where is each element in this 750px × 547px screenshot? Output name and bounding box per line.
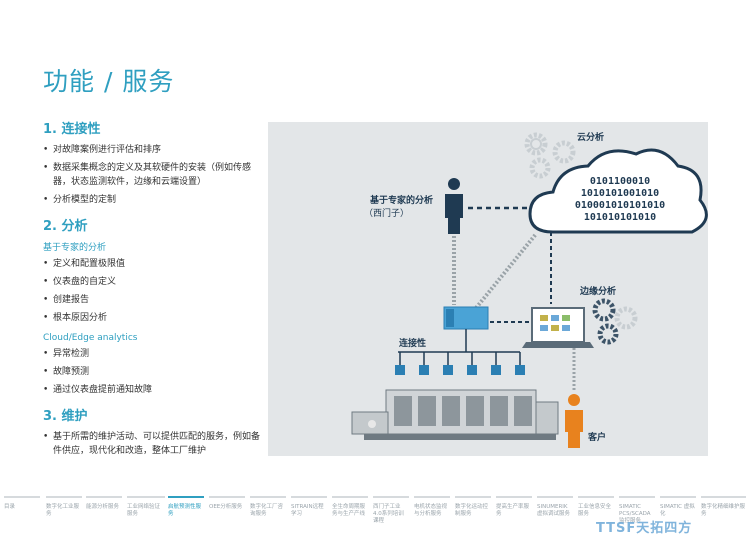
- nav-item[interactable]: 数字化运动控制服务: [455, 496, 491, 518]
- content-left: 1. 连接性 对故障案例进行评估和排序 数据采集概念的定义及其软硬件的安装（例如…: [43, 118, 265, 462]
- sensor-row: [395, 352, 525, 375]
- cloud-edge-list: 异常检测 故障预测 通过仪表盘提前通知故障: [43, 347, 265, 397]
- cloud-analysis-label: 云分析: [577, 133, 605, 143]
- nav-item[interactable]: 能源分析服务: [86, 496, 122, 511]
- nav-item[interactable]: 工业网络验证服务: [127, 496, 165, 518]
- gear-icon: [552, 140, 576, 164]
- nav-item[interactable]: 工业信息安全服务: [578, 496, 614, 518]
- cloud-icon: [528, 148, 708, 234]
- connectivity-list: 对故障案例进行评估和排序 数据采集概念的定义及其软硬件的安装（例如传感器，状态监…: [43, 143, 265, 207]
- nav-item[interactable]: 数字化工业服务: [46, 496, 82, 518]
- list-item: 基于所需的维护活动、可以提供匹配的服务，例如备件供应，现代化和改造，整体工厂维护: [43, 430, 265, 458]
- binary-line: 101010101010: [584, 212, 656, 223]
- subheading-expert: 基于专家的分析: [43, 243, 107, 253]
- data-link: [474, 232, 538, 310]
- nav-item[interactable]: 提高生产率服务: [496, 496, 532, 518]
- list-item: 故障预测: [43, 365, 265, 379]
- nav-item[interactable]: 数字化工厂咨询服务: [250, 496, 286, 518]
- bottom-navigation: 目录 数字化工业服务 能源分析服务 工业网络验证服务 启航预测性服务 OEE分析…: [0, 496, 750, 547]
- customer-person-icon: [565, 394, 583, 448]
- list-item: 对故障案例进行评估和排序: [43, 143, 265, 157]
- nav-item-active[interactable]: 启航预测性服务: [168, 496, 204, 518]
- list-item: 异常检测: [43, 347, 265, 361]
- nav-item[interactable]: SIMATIC 虚拟化: [660, 496, 696, 518]
- nav-item[interactable]: OEE分析服务: [209, 496, 245, 511]
- section-heading-analysis: 2. 分析: [43, 219, 88, 234]
- nav-item[interactable]: 全生命周期服务与生产产线: [332, 496, 368, 518]
- architecture-diagram: 0101100010 1010101001010 010001010101010…: [268, 122, 708, 456]
- maintenance-list: 基于所需的维护活动、可以提供匹配的服务，例如备件供应，现代化和改造，整体工厂维护: [43, 430, 265, 458]
- list-item: 分析模型的定制: [43, 193, 265, 207]
- edge-analysis-label: 边缘分析: [580, 287, 617, 297]
- nav-item[interactable]: 目录: [4, 496, 40, 511]
- list-item: 定义和配置极限值: [43, 257, 265, 271]
- expert-analysis-label: 基于专家的分析: [370, 196, 434, 206]
- nav-item[interactable]: 数字化精细维护服务: [701, 496, 746, 518]
- nav-item[interactable]: 西门子工业4.0系列培训课程: [373, 496, 409, 525]
- binary-line: 1010101001010: [581, 188, 659, 199]
- section-heading-connectivity: 1. 连接性: [43, 122, 101, 137]
- binary-line: 010001010101010: [575, 200, 665, 211]
- gear-icon: [614, 306, 638, 330]
- nav-item[interactable]: SITRAIN远程学习: [291, 496, 327, 518]
- expert-list: 定义和配置极限值 仪表盘的自定义 创建报告 根本原因分析: [43, 257, 265, 325]
- gear-icon: [524, 132, 548, 156]
- nav-item[interactable]: SIMATIC PCS/SCADA 监控服务: [619, 496, 655, 525]
- list-item: 仪表盘的自定义: [43, 275, 265, 289]
- page-title: 功能 / 服务: [43, 67, 175, 96]
- production-machine: [351, 389, 559, 440]
- gear-icon: [592, 298, 616, 322]
- gear-icon: [597, 323, 619, 345]
- list-item: 通过仪表盘提前通知故障: [43, 383, 265, 397]
- gear-icon: [529, 157, 551, 179]
- section-heading-maintenance: 3. 维护: [43, 409, 88, 424]
- nav-item[interactable]: SINUMERIK 虚拟调试服务: [537, 496, 573, 518]
- nav-item[interactable]: 电机状态监视与分析服务: [414, 496, 450, 518]
- list-item: 根本原因分析: [43, 311, 265, 325]
- binary-line: 0101100010: [590, 176, 650, 187]
- diagram-graphics: 0101100010 1010101001010 010001010101010…: [351, 132, 708, 448]
- expert-person-icon: [445, 178, 463, 234]
- laptop-icon: [522, 307, 594, 348]
- customer-label: 客户: [588, 433, 607, 443]
- watermark-logo: TTSF天拓四方: [596, 521, 693, 536]
- list-item: 数据采集概念的定义及其软硬件的安装（例如传感器，状态监测软件，边缘和云端设置）: [43, 161, 265, 189]
- list-item: 创建报告: [43, 293, 265, 307]
- expert-analysis-sublabel: （西门子）: [364, 209, 410, 219]
- connectivity-label: 连接性: [399, 339, 427, 349]
- subheading-cloud-edge: Cloud/Edge analytics: [43, 333, 138, 343]
